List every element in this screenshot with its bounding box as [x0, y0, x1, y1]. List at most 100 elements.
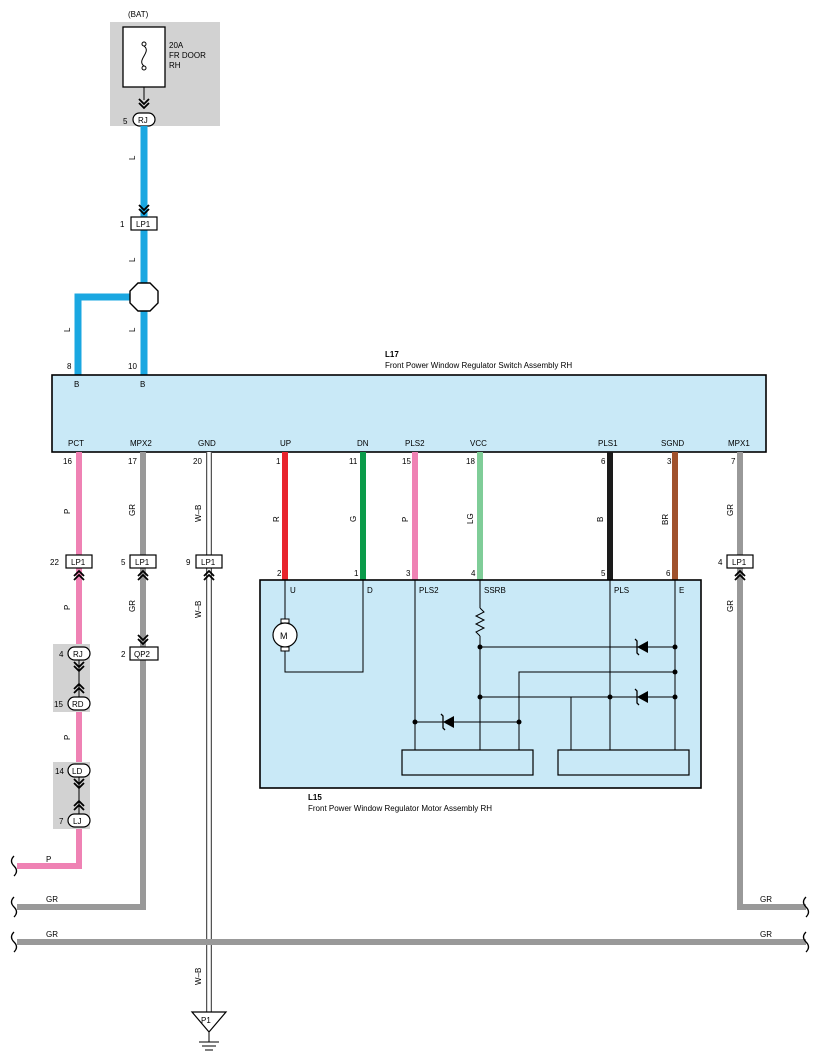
connector-lp1-mpx1: LP1 4 — [718, 554, 754, 581]
connector-lp1-gnd: LP1 9 — [186, 554, 223, 581]
switch-pin-label-gnd: GND — [198, 439, 216, 448]
switch-pin-number-gnd: 20 — [193, 457, 202, 466]
switch-pin-label-pls1: PLS1 — [598, 439, 618, 448]
wire-label-wb-3: W–B — [194, 968, 203, 985]
control-ic-block — [401, 749, 534, 776]
wire-label-gr-mpx1-1: GR — [726, 504, 735, 516]
wire-label-g: G — [349, 516, 358, 522]
wire-label-gr-bottom-left: GR — [46, 930, 58, 939]
switch-pin-number-pls2: 15 — [402, 457, 411, 466]
wire-label-b: B — [596, 517, 605, 522]
wire-p-pct — [17, 452, 82, 869]
resistor-icon — [474, 607, 486, 637]
switch-pin-number-pct: 16 — [63, 457, 72, 466]
ground-p1: P1 — [190, 1011, 228, 1051]
connector-ld-name: LD — [72, 767, 82, 776]
connector-lp1-mpx2: LP1 5 — [121, 554, 157, 581]
junction-splice — [129, 282, 159, 312]
wire-label-gr-mpx1-3: GR — [760, 895, 772, 904]
fuse-rating: 20A — [169, 41, 184, 50]
wire-label-p-pls2: P — [401, 517, 410, 522]
motor-assembly: U D PLS2 SSRB PLS E M — [259, 579, 702, 789]
motor-symbol-label: M — [280, 631, 288, 641]
battery-supply-label: (BAT) — [128, 10, 149, 19]
junction-dots — [412, 644, 678, 725]
wire-label-gr-2: GR — [128, 600, 137, 612]
motor-pin-number-pls2: 3 — [406, 569, 411, 578]
motor-pin-label-d: D — [367, 586, 373, 595]
connector-lp1-mpx2-name: LP1 — [135, 558, 150, 567]
motor-pin-number-d: 1 — [354, 569, 359, 578]
motor-pin-number-pls: 5 — [601, 569, 606, 578]
switch-pin-number-pls1: 6 — [601, 457, 606, 466]
motor-pin-label-u: U — [290, 586, 296, 595]
connector-lp1-mpx1-pin: 4 — [718, 558, 723, 567]
connector-rd-name: RD — [72, 700, 84, 709]
connector-rj-pin: 4 — [59, 650, 64, 659]
wire-label-gr-bottom-right: GR — [760, 930, 772, 939]
switch-pin-number-up: 1 — [276, 457, 281, 466]
connector-rj-fuse-pin: 5 — [123, 117, 128, 126]
switch-pin-label-mpx2: MPX2 — [130, 439, 152, 448]
switch-assembly: B B PCT MPX2 GND UP DN PLS2 VCC PLS1 SGN… — [51, 374, 767, 453]
wire-label-gr-3: GR — [46, 895, 58, 904]
wire-gr-mpx1 — [737, 452, 806, 910]
motor-pin-number-e: 6 — [666, 569, 671, 578]
motor-pin-number-ssrb: 4 — [471, 569, 476, 578]
switch-pin-number-vcc: 18 — [466, 457, 475, 466]
motor-assembly-title: Front Power Window Regulator Motor Assem… — [308, 804, 492, 813]
connector-rj-rd: RJ 4 RD 15 — [53, 644, 91, 712]
switch-top-pin-number-b1: 8 — [67, 362, 72, 371]
connector-qp2-pin: 2 — [121, 650, 126, 659]
switch-pin-label-up: UP — [280, 439, 291, 448]
wire-label-gr-mpx1-2: GR — [726, 600, 735, 612]
wire-label-l-2: L — [128, 257, 137, 262]
sensor-ic-block — [557, 749, 690, 776]
wire-label-p-1: P — [63, 509, 72, 514]
zener-diode-icon — [634, 638, 648, 656]
fuse-box: (BAT) 20A FR DOOR RH 5 RJ — [110, 10, 220, 127]
switch-pin-label-dn: DN — [357, 439, 369, 448]
switch-pin-label-vcc: VCC — [470, 439, 487, 448]
wire-label-l-3: L — [63, 327, 72, 332]
connector-lp1-top: LP1 1 — [120, 216, 158, 231]
switch-top-pin-label-b1: B — [74, 380, 79, 389]
wire-label-gr-1: GR — [128, 504, 137, 516]
wire-label-p-3: P — [63, 735, 72, 740]
connector-lj-name: LJ — [73, 817, 81, 826]
connector-lp1-mpx1-name: LP1 — [732, 558, 747, 567]
wire-break-icon — [10, 855, 810, 953]
connector-qp2: QP2 2 — [121, 634, 159, 661]
connector-lp1-pct-pin: 22 — [50, 558, 59, 567]
wire-label-r: R — [272, 516, 281, 522]
connector-lp1-top-name: LP1 — [136, 220, 151, 229]
motor-pin-label-pls: PLS — [614, 586, 629, 595]
connector-lp1-mpx2-pin: 5 — [121, 558, 126, 567]
switch-pin-label-sgnd: SGND — [661, 439, 684, 448]
connector-lp1-gnd-name: LP1 — [201, 558, 216, 567]
wire-label-p-2: P — [63, 605, 72, 610]
switch-pin-number-mpx2: 17 — [128, 457, 137, 466]
switch-pin-label-pct: PCT — [68, 439, 84, 448]
fuse-icon — [141, 41, 147, 71]
switch-pin-label-pls2: PLS2 — [405, 439, 425, 448]
wire-label-br: BR — [661, 514, 670, 525]
motor-pin-label-e: E — [679, 586, 684, 595]
switch-pin-number-dn: 11 — [349, 457, 358, 466]
motor-pin-number-u: 2 — [277, 569, 282, 578]
zener-diode-icon — [634, 688, 648, 706]
motor-pin-label-ssrb: SSRB — [484, 586, 506, 595]
connector-lp1-top-pin: 1 — [120, 220, 125, 229]
connector-lp1-pct-name: LP1 — [71, 558, 86, 567]
motor-icon: M — [272, 618, 298, 652]
ground-name: P1 — [201, 1016, 211, 1025]
wire-label-l-4: L — [128, 327, 137, 332]
zener-diode-icon — [440, 713, 454, 731]
switch-top-pin-number-b2: 10 — [128, 362, 137, 371]
fuse-name-line2: RH — [169, 61, 181, 70]
connector-lp1-pct: LP1 22 — [50, 554, 93, 581]
switch-pin-label-mpx1: MPX1 — [728, 439, 750, 448]
connector-ld-lj: LD 14 LJ 7 — [53, 762, 91, 829]
connector-rd-pin: 15 — [54, 700, 63, 709]
